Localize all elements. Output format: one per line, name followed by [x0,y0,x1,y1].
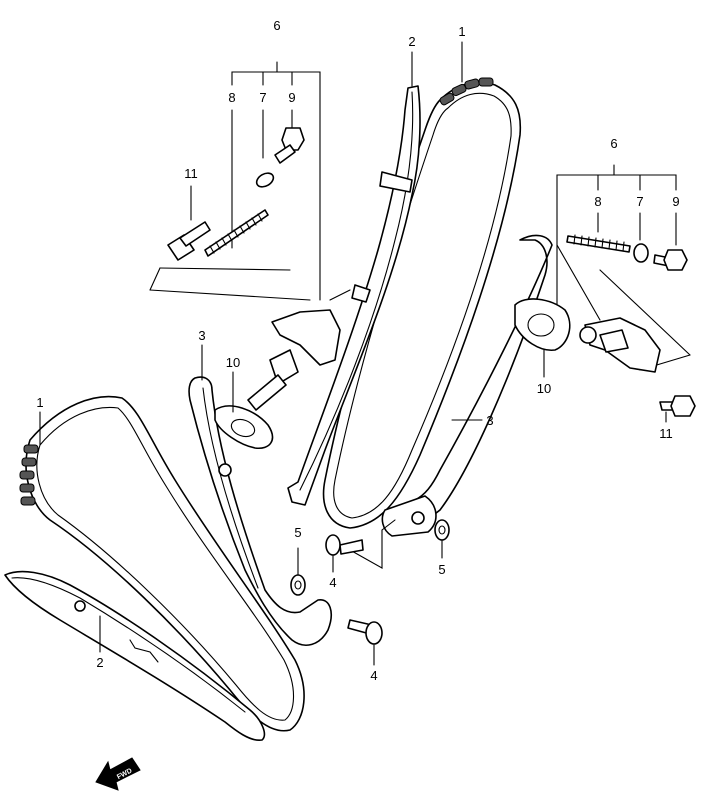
rear-chain-links [439,77,494,106]
callout-front-tensioner-gasket: 7 [636,194,643,209]
front-tensioner-assembly [514,164,696,417]
callout-rear-long-guide: 3 [486,413,493,428]
callout-front-tensioner-group: 6 [610,136,617,151]
rear-tensioner-assembly [149,61,351,450]
callout-rear-tensioner-group: 6 [273,18,280,33]
callout-washer-upper: 5 [294,525,301,540]
spring-coils [209,213,263,254]
callout-pivot-bolt-upper: 4 [329,575,336,590]
callout-front-tensioner-gasket-plate: 10 [537,381,551,396]
callout-numbers: 6 8 7 9 11 2 1 6 8 7 9 10 11 3 3 10 1 2 … [36,18,679,683]
callout-rear-chain: 1 [458,24,465,39]
callout-front-lower-guide: 2 [96,655,103,670]
rear-left-chain-guide [188,376,332,646]
callout-rear-left-guide: 3 [198,328,205,343]
callout-rear-tensioner-bolt: 9 [288,90,295,105]
callout-rear-tensioner-gasket-plate: 10 [226,355,240,370]
callout-rear-tensioner-mount-bolt: 11 [184,166,198,181]
rear-upper-chain-guide [287,85,421,506]
callout-front-chain: 1 [36,395,43,410]
callout-rear-upper-guide: 2 [408,34,415,49]
callout-front-tensioner-bolt: 9 [672,194,679,209]
callout-pivot-bolt-lower: 4 [370,668,377,683]
leader-lines [39,41,667,666]
callout-front-tensioner-mount-bolt: 11 [659,426,673,441]
callout-rear-tensioner-gasket: 7 [259,90,266,105]
spring-coils-right [573,234,625,252]
front-lower-chain-guide [4,570,266,741]
fwd-arrow-icon: FWD [95,757,141,791]
callout-front-tensioner-spring: 8 [594,194,601,209]
front-chain-links [19,444,39,506]
callout-washer-right: 5 [438,562,445,577]
rear-cam-chain [322,81,522,529]
front-cam-chain [25,395,305,732]
callout-rear-tensioner-spring: 8 [228,90,235,105]
